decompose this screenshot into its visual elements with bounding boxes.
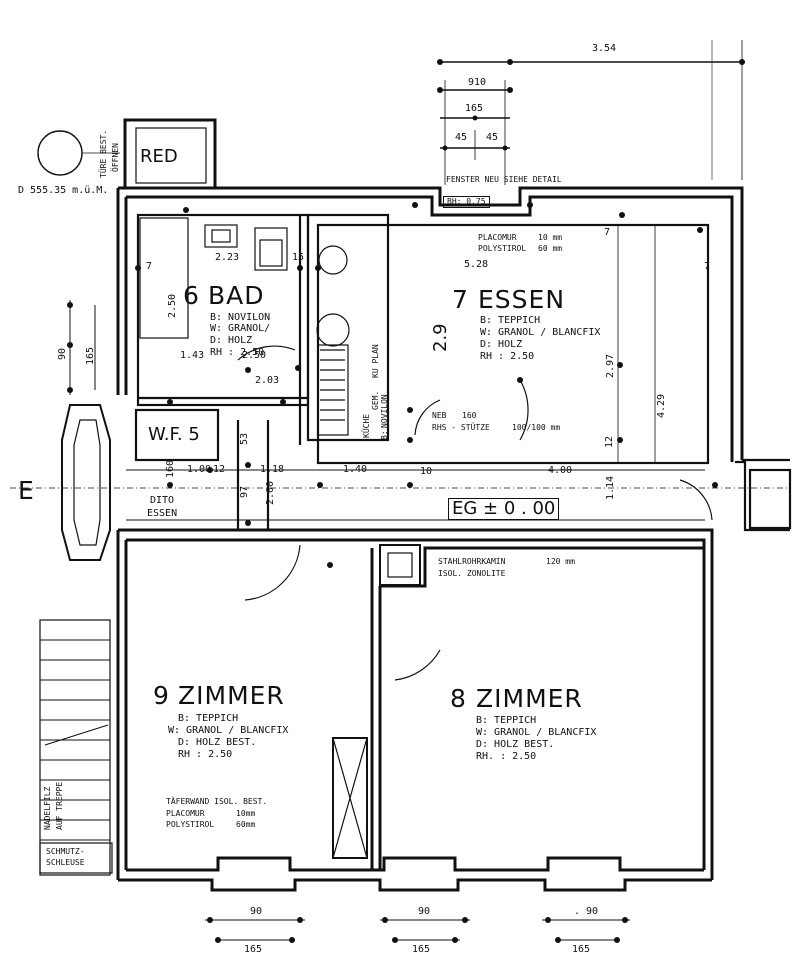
partition-line2: PLACOMUR [166, 809, 205, 818]
door-note-1: TÜRE BEST. [99, 129, 108, 178]
dim-45a: 45 [455, 132, 468, 143]
dim-bottom-c90: . 90 [574, 906, 599, 917]
room-zimmer9-height: RH : 2.50 [178, 749, 233, 760]
dim-118: 1.18 [260, 464, 285, 475]
dim-bottom-a90: 90 [250, 906, 263, 917]
dim-width-354: 3.54 [592, 43, 617, 54]
partition-line1: TÄFERWAND ISOL. BEST. [166, 797, 268, 806]
room-zimmer8-walls: W: GRANOL / BLANCFIX [476, 727, 597, 738]
room-zimmer8-name: ZIMMER [476, 684, 583, 713]
schmutz-line2: SCHLEUSE [46, 858, 85, 867]
dim-160: 160 [165, 459, 176, 478]
partition-v2: 10mm [236, 809, 256, 818]
dim-429: 4.29 [656, 393, 667, 418]
elevation-label: D 555.35 m.ü.M. [18, 185, 109, 196]
dim-29: 2.9 [430, 323, 451, 352]
dim-250b: 2.50 [242, 350, 267, 361]
room-zimmer8-number: 8 [450, 684, 467, 713]
kitchen-label3: KU PLAN [371, 344, 380, 378]
kitchen-label4: NOVILON [380, 394, 389, 428]
room-zimmer9-ceiling: D: HOLZ BEST. [178, 737, 257, 748]
dim-250: 2.50 [167, 293, 178, 318]
stair-note-2: AUF TREPPE [55, 781, 64, 830]
neb-v1: 160 [462, 411, 477, 420]
room-essen-name: ESSEN [478, 285, 566, 314]
dim-223: 2.23 [215, 252, 240, 263]
room-essen-height: RH : 2.50 [480, 351, 535, 362]
dito-line1: DITO [150, 495, 175, 506]
room-bad-height: RH : 2.50 [210, 347, 265, 358]
partition-line3: POLYSTIROL [166, 820, 215, 829]
room-essen-number: 7 [452, 285, 469, 314]
partition-v3: 60mm [236, 820, 256, 829]
room-zimmer9-name: ZIMMER [178, 681, 285, 710]
bh-label: BH: 0.75 [443, 196, 490, 208]
room-zimmer8-height: RH. : 2.50 [476, 751, 537, 762]
room-zimmer8-ceiling: D: HOLZ BEST. [476, 739, 555, 750]
dim-12: 12 [604, 435, 615, 448]
dim-910: 910 [468, 77, 487, 88]
neb-line2: RHS - STÜTZE [432, 423, 490, 432]
dim-143: 1.43 [180, 350, 205, 361]
kitchen-label2: GEM. [371, 390, 380, 410]
dim-97: 97 [239, 485, 250, 498]
dim-53: 53 [239, 432, 250, 445]
dim-528: 5.28 [464, 259, 489, 270]
room-zimmer8-floor: B: TEPPICH [476, 715, 537, 726]
dim-bottom-c165: 165 [572, 944, 591, 955]
eg-level-label: EG ± 0 . 00 [448, 498, 560, 520]
room-zimmer9-walls: W: GRANOL / BLANCFIX [168, 725, 289, 736]
dim-297: 2.97 [605, 353, 616, 378]
kitchen-label1: KÜCHE [362, 413, 371, 438]
room-zimmer9-number: 9 [153, 681, 170, 710]
insul-line1: PLACOMUR [478, 233, 517, 242]
dim-7b: 7 [704, 261, 711, 272]
stair-note-1: NADELFILZ [43, 786, 52, 830]
dim-114: 1.14 [605, 475, 616, 500]
chimney-line2: ISOL. ZONOLITE [438, 569, 506, 578]
dim-10: 10 [420, 466, 433, 477]
kitchen-label5: B: [380, 430, 389, 440]
dim-bottom-b90: 90 [418, 906, 431, 917]
dim-203: 2.03 [255, 375, 280, 386]
dito-line2: ESSEN [147, 508, 178, 519]
dim-7a: 7 [146, 261, 153, 272]
dim-165-left: 165 [85, 346, 96, 365]
dim-7c: 7 [604, 227, 611, 238]
dim-45b: 45 [486, 132, 499, 143]
room-bad-name: BAD [208, 281, 265, 310]
schmutz-line1: SCHMUTZ- [46, 847, 85, 856]
dim-165-top: 165 [465, 103, 484, 114]
room-essen-floor: B: TEPPICH [480, 315, 541, 326]
insul-v1: 10 mm [538, 233, 563, 242]
door-note-2: ÖFFNEN [111, 143, 120, 172]
room-essen-walls: W: GRANOL / BLANCFIX [480, 327, 601, 338]
window-note: FENSTER NEU SIEHE DETAIL [446, 175, 562, 184]
dim-90-left: 90 [57, 347, 68, 360]
insul-v2: 60 mm [538, 244, 563, 253]
room-bad-ceiling: D: HOLZ [210, 335, 253, 346]
dim-140: 1.40 [343, 464, 368, 475]
red-label: RED [140, 146, 178, 167]
dim-15: 15 [292, 252, 305, 263]
dim-400: 4.00 [548, 465, 573, 476]
room-essen-ceiling: D: HOLZ [480, 339, 523, 350]
dim-bottom-a165: 165 [244, 944, 263, 955]
insul-line2: POLYSTIROL [478, 244, 527, 253]
dim-12b: 12 [213, 464, 226, 475]
dim-bottom-b165: 165 [412, 944, 431, 955]
dim-200: 2.00 [265, 480, 276, 505]
neb-v2: 100/100 mm [512, 423, 561, 432]
dim-100: 1.00 [187, 464, 212, 475]
room-bad-floor: B: NOVILON [210, 312, 271, 323]
room-wf-name: W.F. 5 [148, 424, 200, 445]
neb-line1: NEB [432, 411, 447, 420]
room-bad-number: 6 [183, 281, 200, 310]
room-zimmer9-floor: B: TEPPICH [178, 713, 239, 724]
room-bad-walls: W: GRANOL/ [210, 323, 271, 334]
chimney-line1: STAHLROHRKAMIN [438, 557, 506, 566]
entrance-marker: E [18, 476, 35, 505]
chimney-v1: 120 mm [546, 557, 575, 566]
